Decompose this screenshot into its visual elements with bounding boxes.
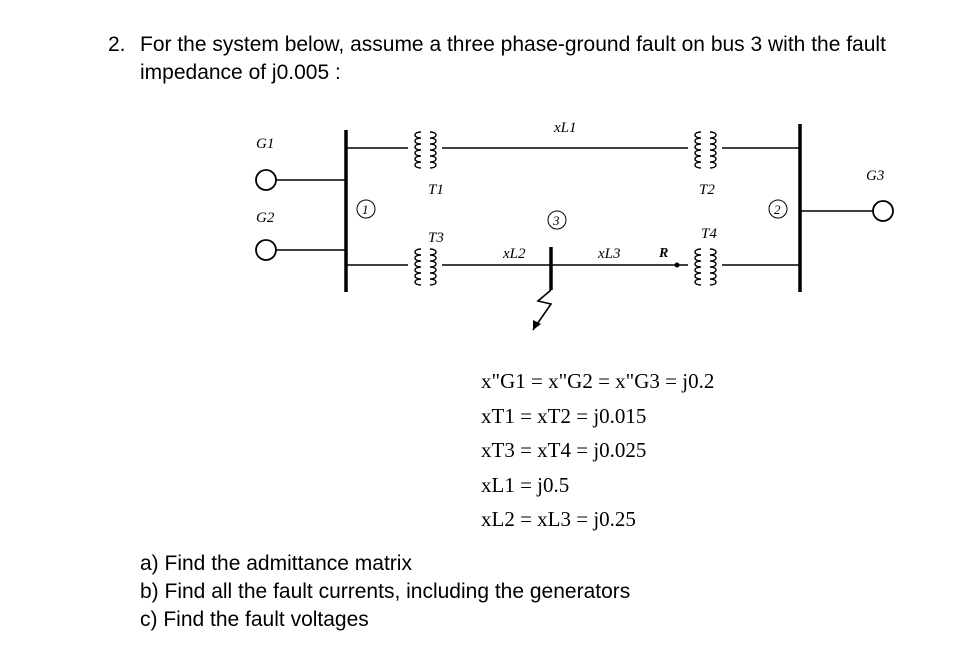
question-number: 2. — [108, 33, 126, 56]
equation-3: xT3 = xT4 = j0.025 — [481, 438, 647, 462]
equation-5: xL2 = xL3 = j0.25 — [481, 507, 636, 531]
label-t1: T1 — [428, 182, 444, 198]
generator-g2-symbol — [255, 239, 277, 261]
bus-1-number: 1 — [362, 202, 369, 217]
label-t2: T2 — [699, 182, 715, 198]
equation-4: xL1 = j0.5 — [481, 472, 570, 497]
generator-g3-symbol — [872, 200, 894, 222]
generator-g1-symbol — [255, 169, 277, 191]
bus-2-marker — [768, 199, 788, 219]
label-t3: T3 — [428, 230, 444, 246]
transformer-t1-symbol — [414, 131, 437, 169]
bus-2-number: 2 — [774, 202, 781, 217]
transformer-t3-symbol — [414, 248, 437, 286]
task-a: a) Find the admittance matrix — [140, 552, 412, 575]
transformer-t2-symbol — [694, 131, 717, 169]
bus-3-number: 3 — [552, 213, 560, 228]
task-c: c) Find the fault voltages — [140, 608, 369, 631]
label-t4: T4 — [701, 226, 717, 242]
label-g3: G3 — [866, 168, 884, 184]
task-list: a) Find the admittance matrix b) Find al… — [140, 550, 630, 634]
equation-1: x"G1 = x"G2 = x"G3 = j0.2 — [481, 369, 715, 393]
equation-2: xT1 = xT2 = j0.015 — [481, 403, 647, 428]
label-xl1: xL1 — [553, 120, 577, 136]
label-g2: G2 — [256, 210, 275, 226]
parameter-equations: x"G1 = x"G2 = x"G3 = j0.2 xT1 = xT2 = j0… — [481, 364, 714, 537]
task-b: b) Find all the fault currents, includin… — [140, 580, 631, 603]
bus-3-marker — [547, 210, 567, 230]
question-text: For the system below, assume a three pha… — [140, 33, 886, 84]
label-xl3: xL3 — [597, 246, 621, 262]
transformer-t4-symbol — [694, 248, 717, 286]
bus-1-marker — [356, 199, 376, 219]
label-xl2: xL2 — [502, 246, 526, 262]
label-g1: G1 — [256, 136, 274, 152]
fault-symbol — [532, 289, 553, 331]
label-r: R — [658, 246, 668, 261]
